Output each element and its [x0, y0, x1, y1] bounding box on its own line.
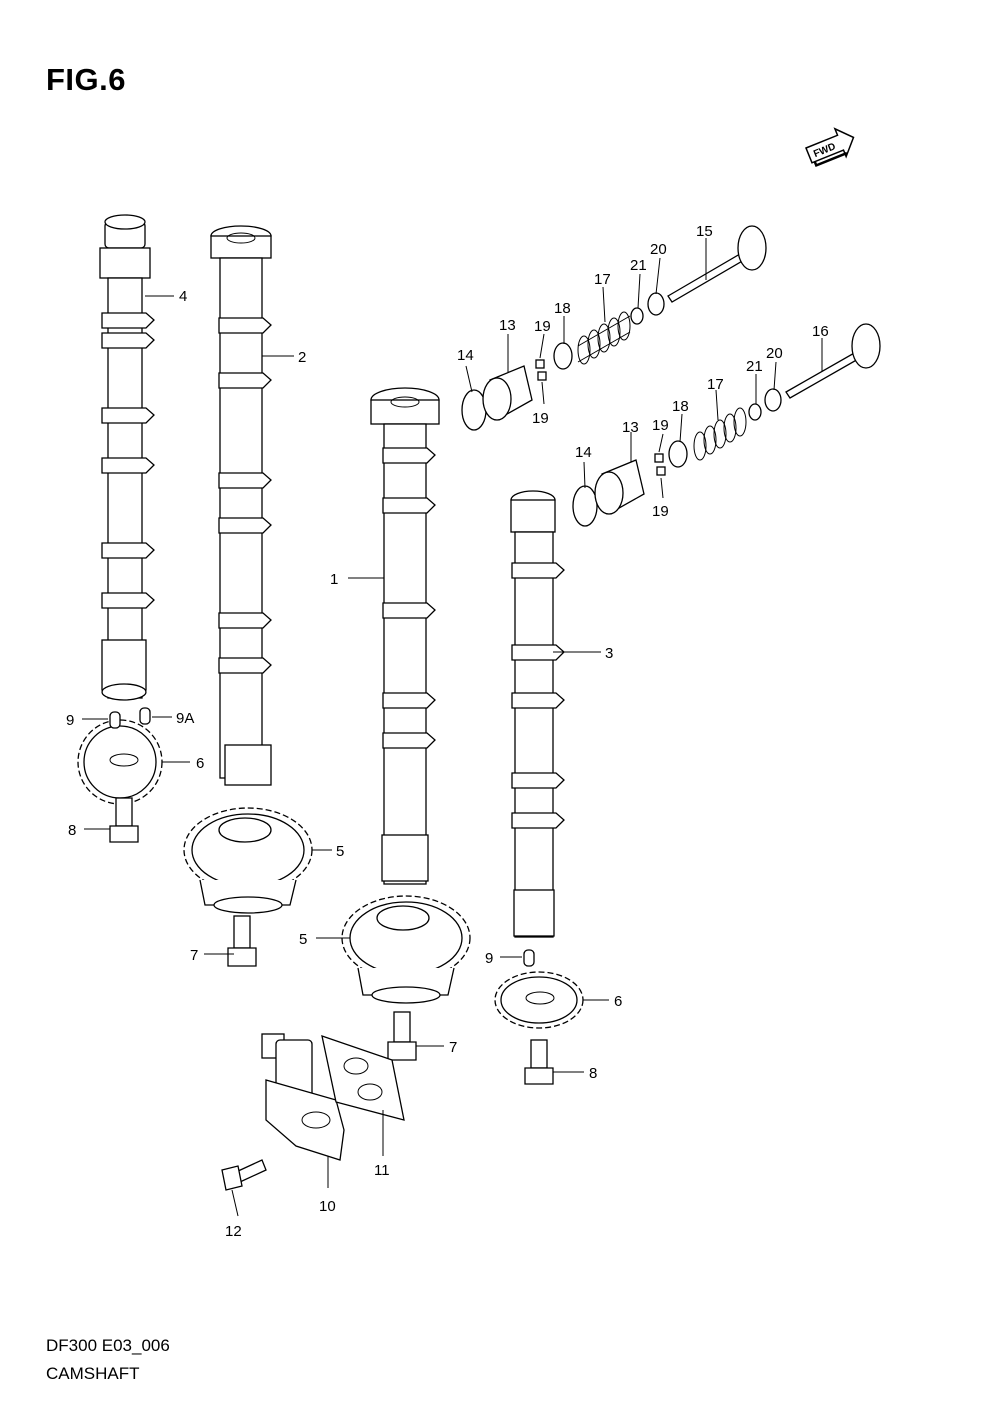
callout-14-upper: 14	[457, 347, 474, 364]
seal-part-21-lower	[748, 403, 762, 421]
callout-3: 3	[605, 645, 613, 662]
valve-part-16	[785, 351, 861, 399]
fwd-arrow-icon: FWD	[805, 127, 855, 168]
callout-19-upper-bottom: 19	[532, 410, 549, 427]
sprocket-part-5-upper	[183, 807, 313, 914]
callout-17-upper: 17	[594, 271, 611, 288]
callout-5-lower: 5	[299, 931, 307, 948]
callout-15: 15	[696, 223, 713, 240]
callout-4: 4	[179, 288, 187, 305]
callout-13-lower: 13	[622, 419, 639, 436]
callout-10: 10	[319, 1198, 336, 1215]
valve-train-lower	[572, 323, 881, 527]
cotter-part-19-lower-b	[656, 466, 666, 476]
gasket-part-11	[321, 1035, 405, 1121]
sprocket-part-6-left	[77, 719, 163, 805]
callout-19-lower-top: 19	[652, 417, 669, 434]
model-code: DF300 E03_006	[46, 1336, 170, 1355]
callout-9A: 9A	[176, 710, 194, 727]
pin-part-9-left	[109, 711, 121, 729]
callout-8-left: 8	[68, 822, 76, 839]
bolt-part-12	[221, 1159, 267, 1191]
callout-21-lower: 21	[746, 358, 763, 375]
callout-6-left: 6	[196, 755, 204, 772]
bolt-part-8-left	[109, 797, 139, 843]
seal-part-21-upper	[630, 307, 644, 325]
cotter-part-19-upper-a	[535, 359, 545, 369]
callout-6-right: 6	[614, 993, 622, 1010]
bolt-part-8-right	[524, 1039, 554, 1085]
callout-20-upper: 20	[650, 241, 667, 258]
callout-14-lower: 14	[575, 444, 592, 461]
leader-lines	[82, 238, 823, 1217]
callout-17-lower: 17	[707, 376, 724, 393]
callout-19-lower-bottom: 19	[652, 503, 669, 520]
spring-part-17-lower	[693, 407, 747, 461]
callout-9-right: 9	[485, 950, 493, 967]
callout-7-lower: 7	[449, 1039, 457, 1056]
callout-11: 11	[374, 1162, 390, 1179]
callouts: 4 2 1 3 5 5 6 6 7 7 8 8 9 9 9A 10 11 12 …	[66, 223, 829, 1240]
section-name: CAMSHAFT	[46, 1364, 140, 1383]
sprocket-part-5-lower	[341, 895, 471, 1004]
callout-19-upper-top: 19	[534, 318, 551, 335]
oil-control-valve-part-10	[261, 1033, 345, 1161]
washer-part-20-lower	[764, 388, 782, 412]
callout-20-lower: 20	[766, 345, 783, 362]
pin-part-9A	[139, 707, 151, 725]
camshaft-part-3	[510, 490, 565, 938]
callout-16: 16	[812, 323, 829, 340]
callout-1: 1	[330, 571, 338, 588]
callout-12: 12	[225, 1223, 242, 1240]
figure-title: FIG.6	[46, 62, 127, 97]
callout-13-upper: 13	[499, 317, 516, 334]
callout-2: 2	[298, 349, 306, 366]
retainer-part-18-upper	[553, 342, 573, 370]
spring-part-17-upper	[577, 315, 631, 363]
pin-part-9-right	[523, 949, 535, 967]
callout-18-upper: 18	[554, 300, 571, 317]
cotter-part-19-lower-a	[654, 453, 664, 463]
callout-18-lower: 18	[672, 398, 689, 415]
callout-21-upper: 21	[630, 257, 647, 274]
camshaft-part-4	[99, 214, 155, 701]
bolt-part-7-upper	[227, 915, 257, 967]
callout-5-upper: 5	[336, 843, 344, 860]
callout-9-left: 9	[66, 712, 74, 729]
callout-7-upper: 7	[190, 947, 198, 964]
shim-part-14-lower	[572, 485, 598, 527]
sprocket-part-6-right	[494, 971, 584, 1029]
camshaft-part-2	[210, 225, 272, 786]
washer-part-20-upper	[647, 292, 665, 316]
shim-part-14-upper	[461, 389, 487, 431]
camshaft-part-1	[370, 387, 440, 885]
callout-8-right: 8	[589, 1065, 597, 1082]
cotter-part-19-upper-b	[537, 371, 547, 381]
bolt-part-7-lower	[387, 1011, 417, 1061]
retainer-part-18-lower	[668, 440, 688, 468]
